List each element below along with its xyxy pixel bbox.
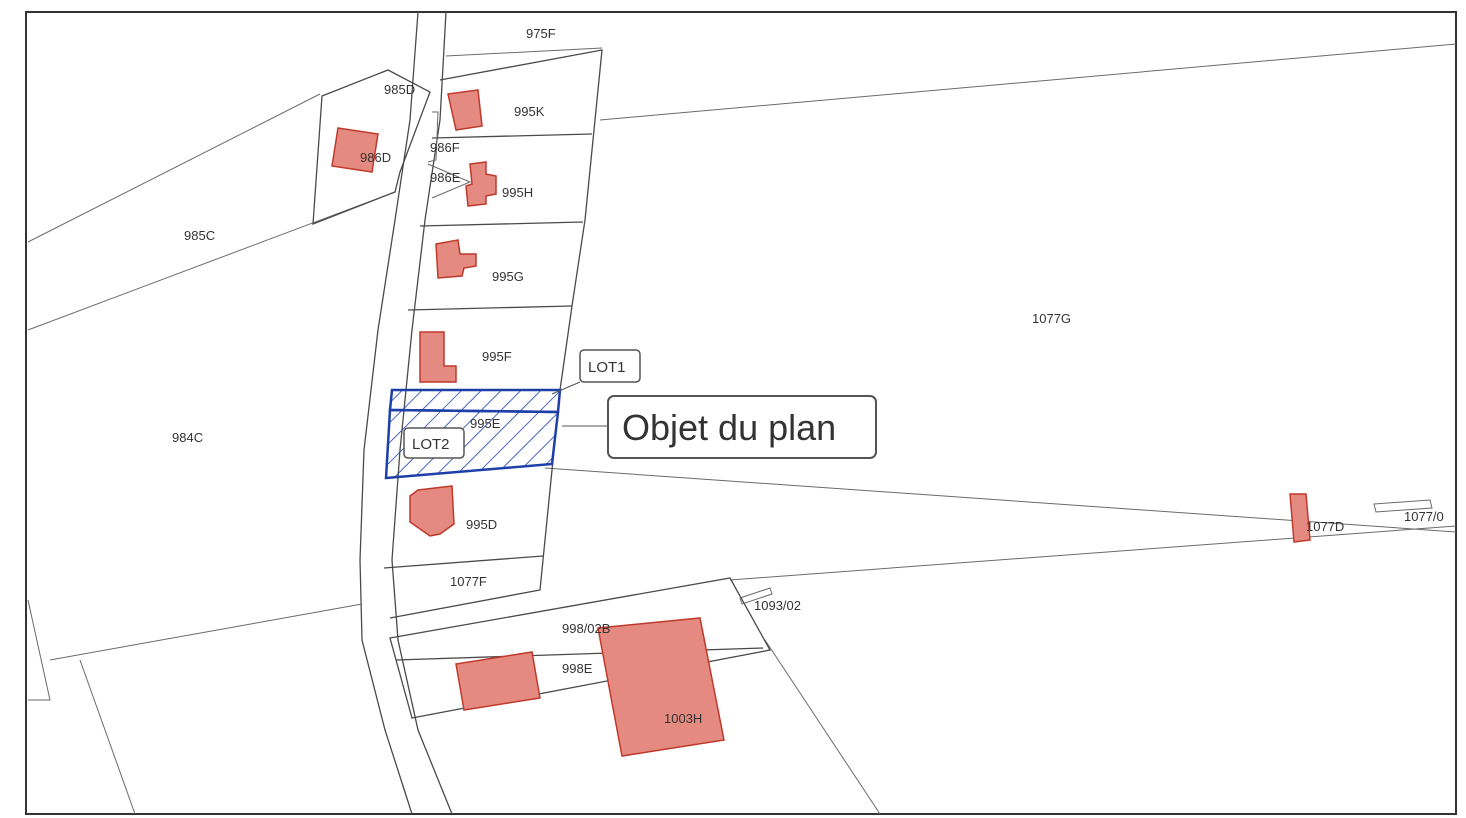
plot-divider-995d-1077f (383, 555, 544, 569)
plot-divider-995h-995g (419, 221, 584, 227)
parcel-986d-outline (312, 69, 431, 225)
lot1-label-box (579, 349, 641, 383)
plot-divider-995k-995h (431, 133, 593, 139)
parcel-label-975f: 975F (526, 26, 556, 41)
parcel-1093-02-outline (739, 587, 773, 605)
boundary-984c-south (49, 603, 363, 661)
building-995d (409, 485, 455, 537)
building-995h (465, 161, 497, 207)
boundary-985c-north (27, 93, 321, 243)
parcel-label-986e: 986E (430, 170, 461, 185)
plot-986e-outline (427, 163, 472, 199)
boundary-lower-left (79, 659, 136, 815)
parcel-label-1093-02: 1093/02 (754, 598, 801, 613)
parcel-label-1077f: 1077F (450, 574, 487, 589)
plot-divider-995g-995f (407, 305, 573, 311)
building-1003h (597, 617, 725, 757)
parcel-label-985d: 985D (384, 82, 415, 97)
parcel-label-985c: 985C (184, 228, 215, 243)
road-edge-west (359, 11, 419, 815)
boundary-east-south (729, 525, 1457, 581)
parcel-label-995e: 995E (470, 416, 501, 431)
lot2-label-box (403, 427, 465, 459)
parcel-label-986f: 986F (430, 140, 460, 155)
plot-986f-outline (427, 111, 439, 163)
building-986d (331, 127, 379, 173)
parcel-label-1003h: 1003H (664, 711, 702, 726)
parcel-label-986d: 986D (360, 150, 391, 165)
parcel-label-995g: 995G (492, 269, 524, 284)
building-995k (447, 89, 483, 131)
building-995g (435, 239, 477, 279)
callout-label: Objet du plan (622, 407, 836, 448)
parcel-label-998-02b: 998/02B (562, 621, 610, 636)
parcel-label-995f: 995F (482, 349, 512, 364)
boundary-975f (445, 47, 603, 57)
lot1-area (388, 388, 562, 414)
map-frame (25, 11, 1457, 815)
building-1077d (1289, 493, 1311, 543)
boundary-lower-diag (764, 639, 881, 815)
parcel-998-outline (389, 577, 772, 719)
callout-box (607, 395, 877, 459)
building-995f (419, 331, 457, 383)
lot2-area (384, 408, 560, 480)
parcel-label-984c: 984C (172, 430, 203, 445)
lot1-leader (551, 381, 581, 395)
lot1-label: LOT1 (588, 359, 626, 376)
parcel-label-995k: 995K (514, 104, 545, 119)
boundary-985c-south (27, 191, 396, 331)
parcel-1077-0-outline (1373, 499, 1433, 513)
boundary-west-stub (27, 599, 51, 701)
lot2-label: LOT2 (412, 436, 450, 453)
parcel-label-995h: 995H (502, 185, 533, 200)
parcel-label-1077d: 1077D (1306, 519, 1344, 534)
parcel-label-1077-0: 1077/0 (1404, 509, 1444, 524)
parcel-label-1077g: 1077G (1032, 311, 1071, 326)
plot-strip-outline (389, 49, 603, 619)
building-998e (455, 651, 541, 711)
parcel-label-995d: 995D (466, 517, 497, 532)
boundary-1077g-north (599, 43, 1457, 121)
parcel-label-998e: 998E (562, 661, 593, 676)
